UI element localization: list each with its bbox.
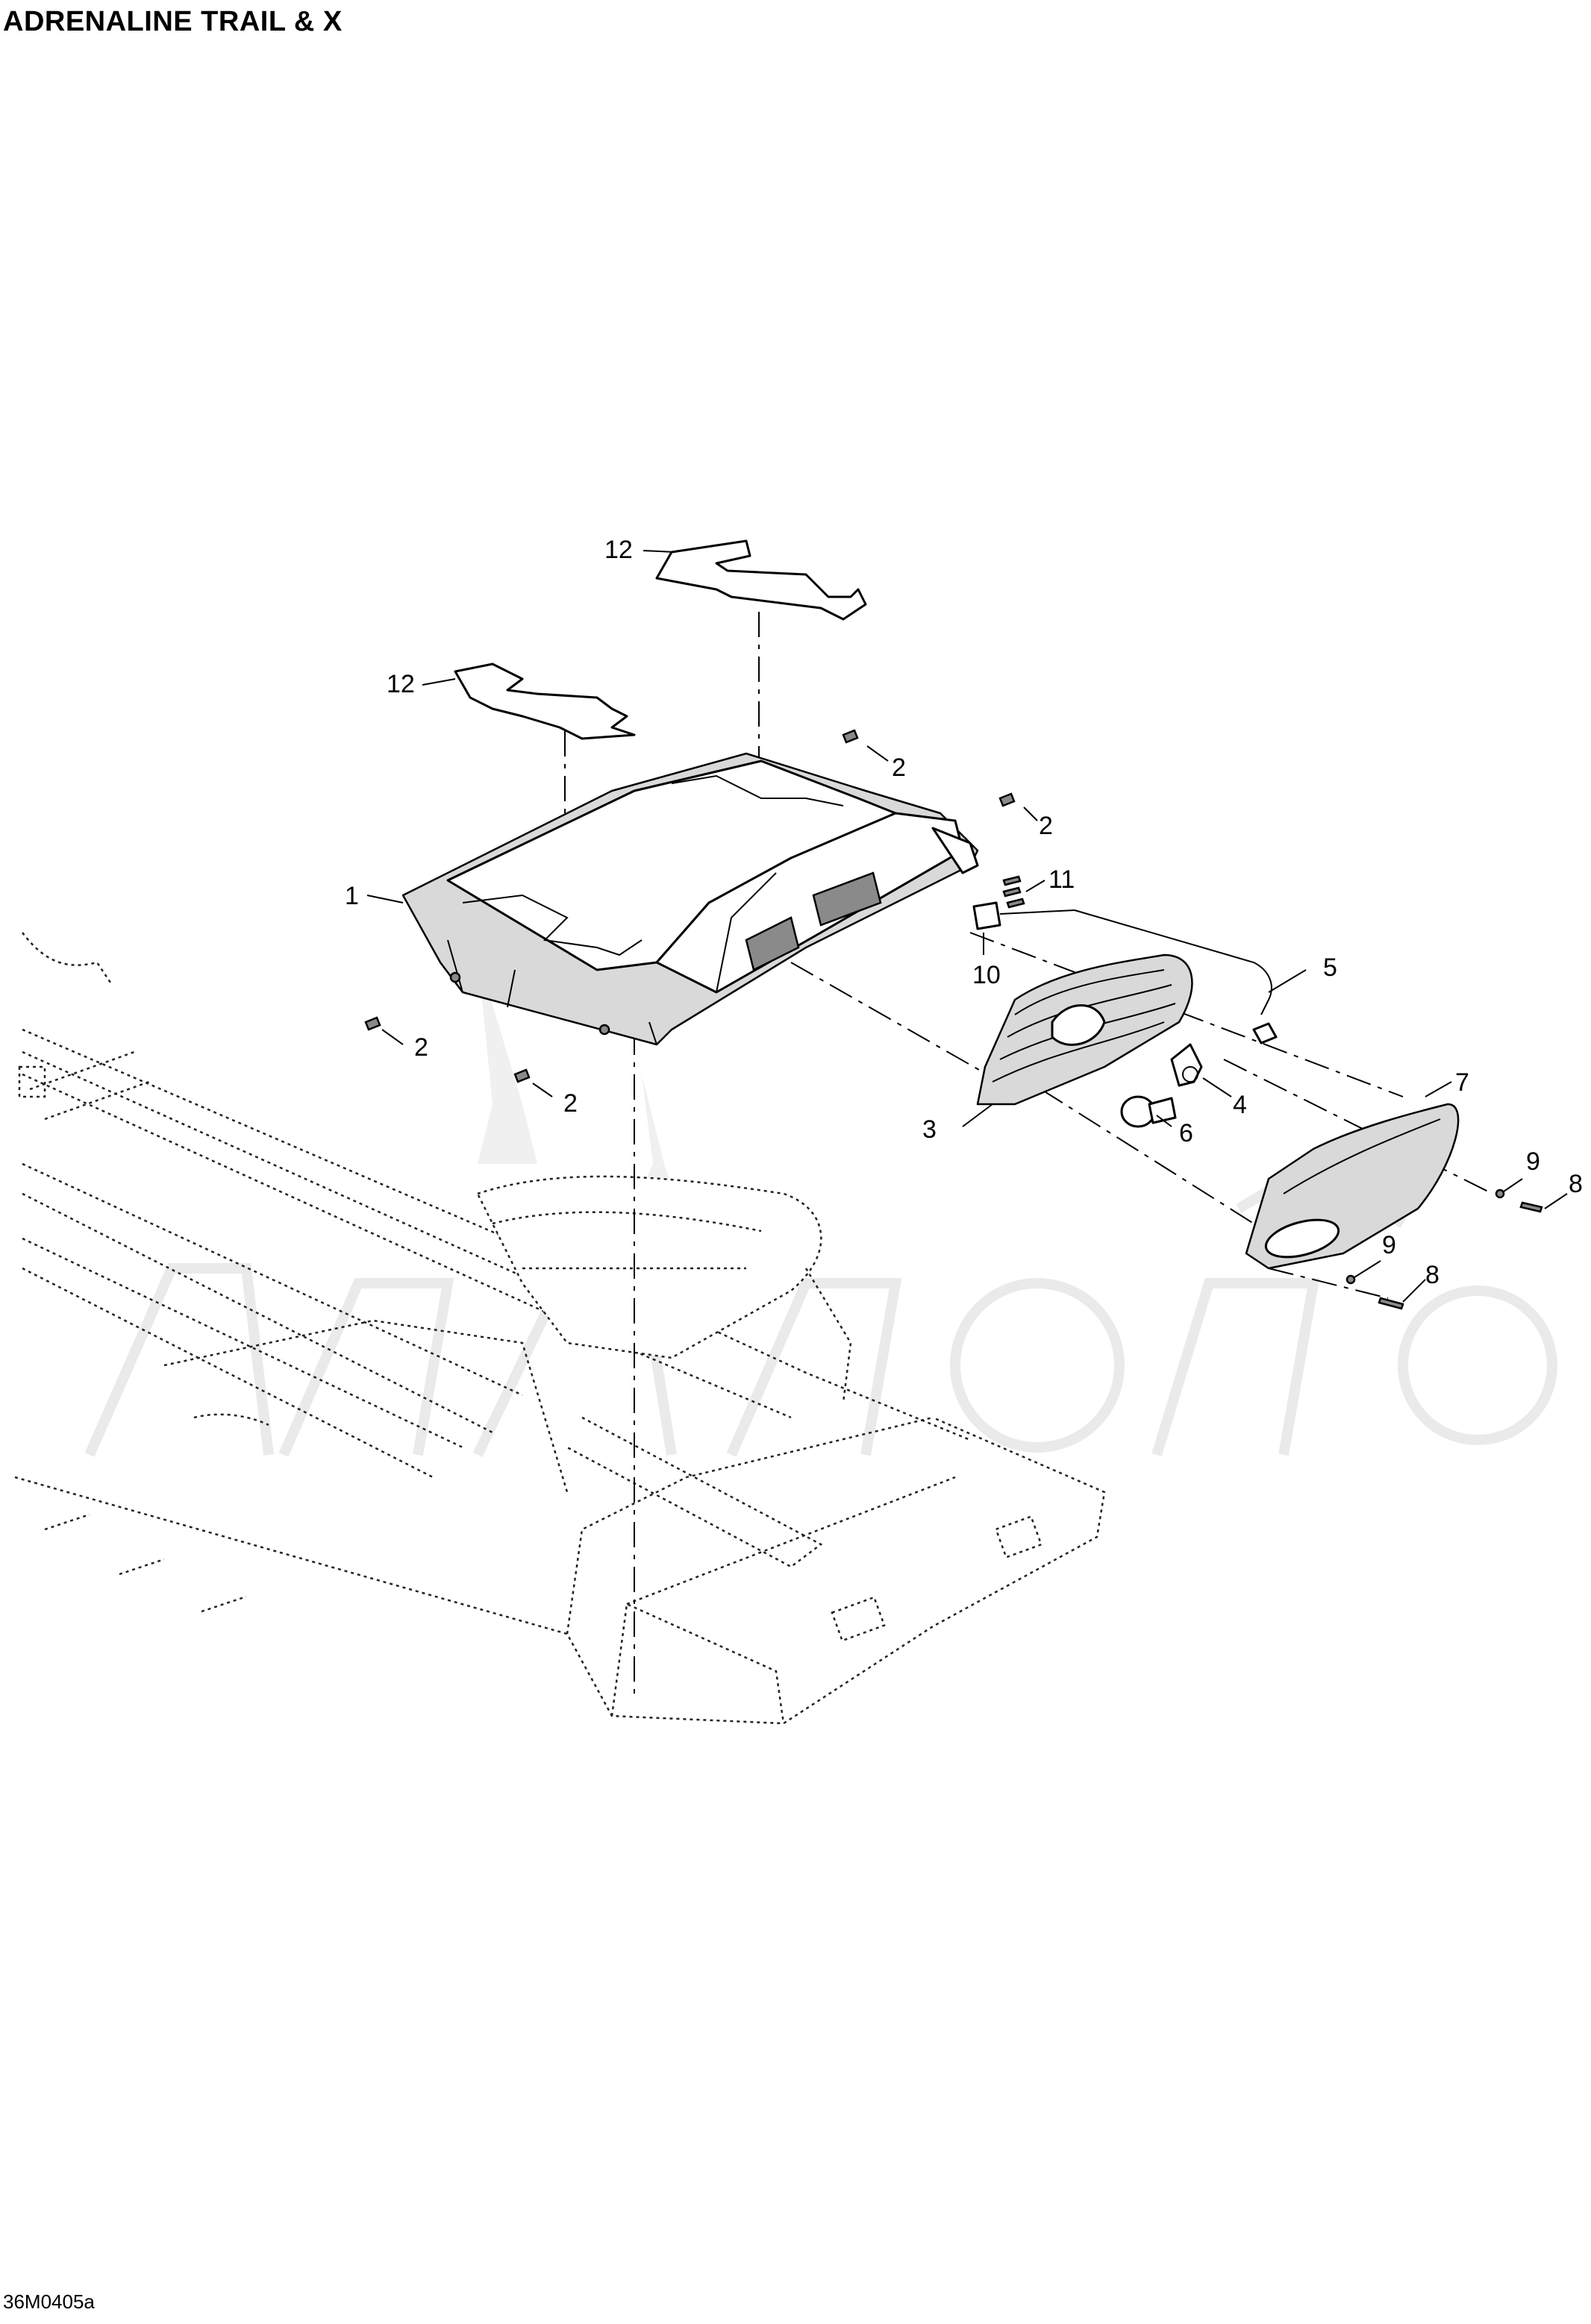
connector-and-terminals <box>972 875 1075 930</box>
callout-6: 6 <box>1179 1119 1193 1147</box>
callout-8-lower: 8 <box>1425 1261 1440 1289</box>
taillight-housing <box>976 953 1193 1106</box>
page-title: ADRENALINE TRAIL & X <box>3 6 343 37</box>
harness-socket <box>1252 1022 1278 1044</box>
callout-9-upper: 9 <box>1526 1147 1540 1176</box>
callout-5: 5 <box>1323 953 1337 982</box>
callout-12-rear: 12 <box>604 536 633 564</box>
callout-3: 3 <box>922 1115 937 1144</box>
rear-rack-assembly <box>401 752 979 1046</box>
callout-7: 7 <box>1455 1068 1469 1097</box>
callout-12-front: 12 <box>387 670 415 698</box>
callout-10: 10 <box>972 961 1001 989</box>
callout-11: 11 <box>1048 865 1075 894</box>
callout-4: 4 <box>1233 1091 1247 1119</box>
bulb-socket-clip <box>1170 1043 1203 1087</box>
callout-numbers: 12 12 2 2 1 2 2 11 10 5 7 4 3 6 9 8 9 8 <box>345 536 1583 1289</box>
callout-9-lower: 9 <box>1382 1231 1396 1259</box>
taillight-lens <box>1245 1103 1460 1270</box>
callout-2-bottom-center: 2 <box>563 1089 578 1118</box>
assembly-axis-lines <box>564 612 1493 1694</box>
callout-2-top-left: 2 <box>892 754 906 782</box>
screws-part-2 <box>364 729 1016 1083</box>
chassis-frame-reference <box>14 932 1106 1725</box>
callout-2-top-right: 2 <box>1039 812 1053 840</box>
diagram-reference-code: 36M0405a <box>3 2290 95 2313</box>
callout-leaders <box>366 550 1568 1303</box>
anti-slip-pad-front <box>454 663 636 740</box>
callout-8-upper: 8 <box>1569 1170 1583 1198</box>
lens-fasteners <box>1345 1188 1543 1310</box>
anti-slip-pad-rear <box>655 539 867 621</box>
callout-2-bottom-left: 2 <box>414 1033 428 1062</box>
bulb <box>1120 1095 1177 1128</box>
wiring-harness <box>1074 909 1272 1015</box>
callout-1: 1 <box>345 882 359 910</box>
